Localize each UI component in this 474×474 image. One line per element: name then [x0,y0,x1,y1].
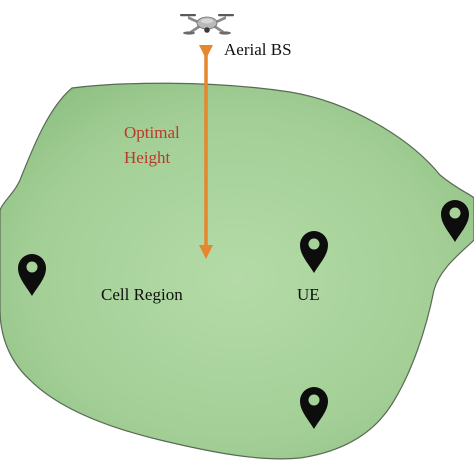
cell-region-area [0,82,474,460]
location-pin-icon [18,254,46,296]
location-pin-icon [300,231,328,273]
cell-region-label: Cell Region [101,285,183,304]
optimal-height-label-line2: Height [124,148,171,167]
aerial-bs-label: Aerial BS [224,40,292,59]
optimal-height-label-line1: Optimal [124,123,180,142]
location-pin-icon [441,200,469,242]
ue-label: UE [297,285,320,304]
drone-icon [180,14,234,35]
location-pin-icon [300,387,328,429]
